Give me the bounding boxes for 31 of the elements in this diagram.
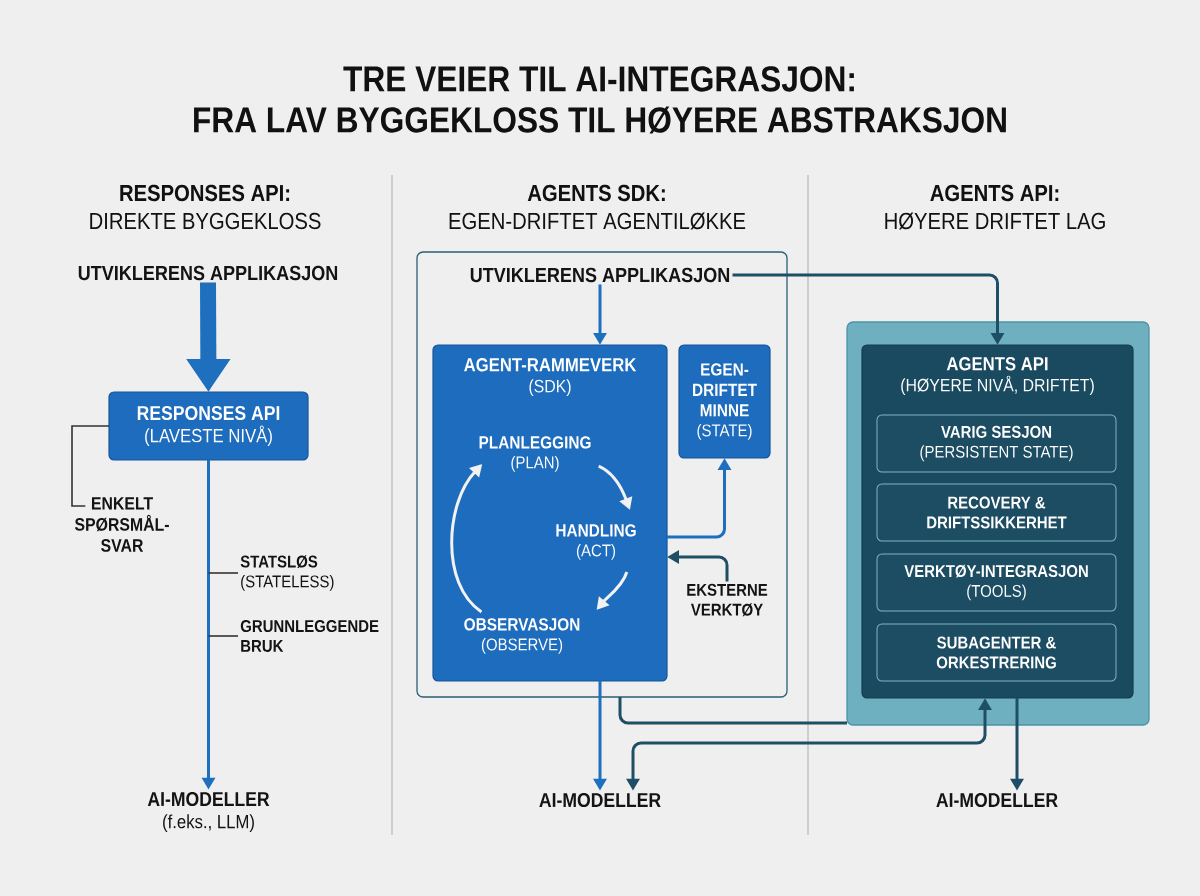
model-label: AI-MODELLER (f.eks., LLM) [147, 791, 270, 833]
step-label: PLANLEGGING (PLAN) [479, 436, 591, 472]
title: TRE VEIER TIL AI-INTEGRASJON: FRA LAV BYGGEKLOSS TIL HØYERE ABSTRAKSJON [194, 66, 1006, 134]
cycle-arrow [450, 464, 483, 614]
column-heading: RESPONSES API: [120, 184, 290, 202]
app-label: UTVIKLERENS APPLIKASJON [470, 267, 730, 283]
tools-label: EKSTERNE VERKTØY [687, 583, 768, 617]
column-heading: AGENTS API: [930, 184, 1059, 202]
column-heading: AGENTS SDK: [527, 184, 665, 202]
app-label: UTVIKLERENS APPLIKASJON [78, 265, 338, 281]
step-label: HANDLING (ACT) [556, 524, 636, 560]
memory-box: EGEN- DRIFTET MINNE (STATE) [678, 344, 771, 459]
app-frame [416, 251, 788, 698]
column-subheading: EGEN-DRIFTET AGENTILØKKE [449, 212, 746, 230]
column-subheading: HØYERE DRIFTET LAG [885, 212, 1105, 230]
column-subheading: DIREKTE BYGGEKLOSS [90, 212, 321, 230]
note-label: STATSLØS (STATELESS) [240, 555, 334, 591]
model-label: AI-MODELLER [936, 792, 1058, 808]
step-label: OBSERVASJON (OBSERVE) [464, 618, 580, 654]
connector-line [618, 697, 847, 725]
feature-box: SUBAGENTER & ORKESTRERING [876, 623, 1117, 682]
note-label: ENKELT SPØRSMÅL- SVAR [74, 497, 169, 552]
leader-line [207, 635, 239, 637]
feature-box: VERKTØY-INTEGRASJON (TOOLS) [876, 553, 1117, 612]
api-box: RESPONSES API (LAVESTE NIVÅ) [108, 391, 309, 461]
note-label: GRUNNLEGGENDE BRUK [240, 620, 379, 652]
leader-line [71, 425, 110, 507]
model-label: AI-MODELLER [539, 792, 661, 808]
feature-box: VARIG SESJON (PERSISTENT STATE) [876, 414, 1117, 473]
leader-line [207, 572, 239, 574]
feature-box: RECOVERY & DRIFTSSIKKERHET [876, 483, 1117, 542]
